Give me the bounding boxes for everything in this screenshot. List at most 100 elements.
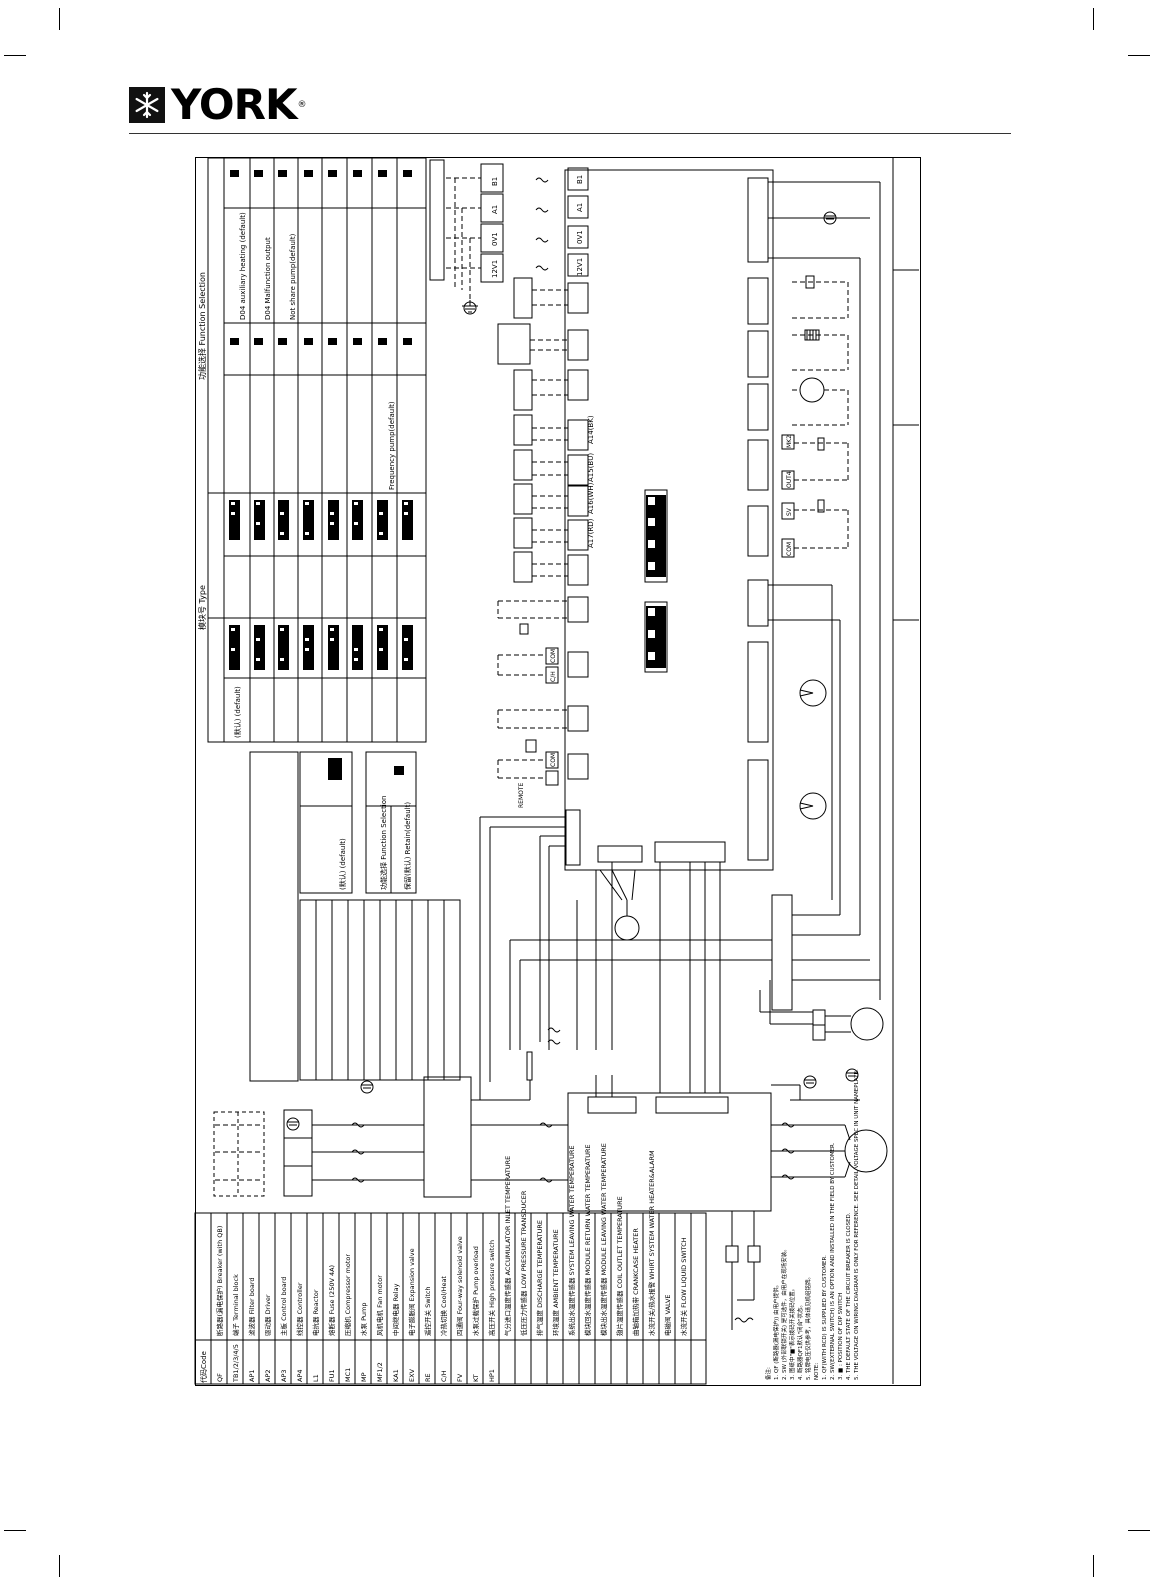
legend-description: 排气温度 DISCHARGE TEMPERATURE	[535, 1220, 544, 1336]
com-label-2: COM	[550, 753, 557, 767]
legend-code: AP1	[248, 1369, 256, 1382]
sensor-a16: A16(WH)	[587, 482, 595, 514]
legend-code: MF1/2	[376, 1362, 384, 1382]
legend-description: 翅片温度传感器 COIL OUTLET TEMPERATURE	[615, 1196, 624, 1336]
option-d04-aux-heating: D04 auxiliary heating (default)	[239, 212, 247, 320]
legend-description: 断路器(漏电保护) Breaker (with QB)	[215, 1226, 224, 1336]
diagram-sheet	[195, 157, 921, 1386]
legend-header-code: 代码Code	[199, 1351, 208, 1383]
small-retain-label: 保留(默认) Retain(default)	[403, 802, 412, 890]
legend-description: 压缩机 Compressor motor	[343, 1254, 352, 1336]
com-label-1: COM	[550, 649, 557, 663]
legend-description: 电磁阀 VALVE	[663, 1294, 672, 1336]
crop-mark	[1128, 1530, 1150, 1531]
registered-mark: ®	[297, 100, 307, 110]
legend-code: FU1	[328, 1369, 336, 1382]
crop-mark	[1093, 8, 1094, 30]
legend-description: 水泵过载保护 Pump overload	[471, 1246, 480, 1336]
legend-description: 熔断器 Fuse (250V 4A)	[327, 1265, 336, 1336]
small-default-label: (默认) (default)	[338, 838, 347, 890]
legend-description: 系统出水温度传感器 SYSTEM LEAVING WATER TEMPERATU…	[567, 1145, 576, 1336]
legend-code: AP4	[296, 1369, 304, 1382]
board-a1: A1	[576, 203, 584, 212]
legend-description: 滤波器 Filter board	[247, 1278, 256, 1337]
legend-description: 环境温度 AMBIENT TEMPERATURE	[551, 1229, 560, 1336]
legend-description: 低压压力传感器 LOW PRESSURE TRANSDUCER	[519, 1190, 528, 1336]
legend-code: AP3	[280, 1369, 288, 1382]
legend-description: 风机电机 Fan motor	[375, 1275, 384, 1336]
york-logo: YORK ®	[129, 80, 307, 129]
terminal-b1: B1	[491, 177, 499, 186]
option-frequency-pump: Frequency pump(default)	[388, 401, 396, 490]
terminal-0v1: 0V1	[491, 232, 499, 246]
out4-label: OUT4	[786, 471, 793, 488]
option-d04-malfunction: D04 Malfunction output	[264, 237, 272, 320]
legend-code: KA1	[392, 1369, 400, 1382]
sensor-a17: A17(RD)	[587, 518, 595, 548]
note-line: 4. 断路器QF1默认"闭合"状态。	[796, 1302, 804, 1380]
board-0v1: 0V1	[576, 230, 584, 244]
legend-description: 中间继电器 Relay	[391, 1283, 400, 1336]
note-line: 3. ■ : POSITION OF DIP SWITCH	[838, 1293, 844, 1380]
legend-description: 驱动器 Driver	[264, 1294, 272, 1336]
note-line: 备注:	[764, 1367, 772, 1380]
crop-mark	[59, 1555, 60, 1577]
legend-code: AP2	[264, 1369, 272, 1382]
legend-code: FV	[456, 1373, 464, 1382]
crop-mark	[4, 1530, 26, 1531]
legend-description: 高压开关 High pressure switch	[487, 1240, 496, 1336]
ch-label: C/H	[550, 671, 557, 682]
legend-code: TB1/2/3/4/5	[232, 1344, 240, 1383]
board-12v1: 12V1	[576, 258, 584, 276]
terminal-a1: A1	[491, 205, 499, 214]
default-label: (默认) (default)	[233, 686, 242, 738]
note-line: 5. 铭牌电压仅供参考，具体请见机组铭牌。	[804, 1274, 812, 1380]
option-not-share-pump: Not share pump(default)	[289, 233, 297, 320]
note-line: 2. SW (外部联锁开关) 是可选件，由用户在现场安装。	[780, 1246, 788, 1380]
legend-description: 主板 Control board	[279, 1277, 288, 1336]
note-line: 1. QF (断路器(漏电保护)) 由用户提供。	[772, 1282, 780, 1380]
legend-description: 电子膨胀阀 Expansion valve	[407, 1248, 416, 1336]
note-line: 5. THE VOLTAGE ON WIRING DIAGRAM IS ONLY…	[854, 1069, 860, 1380]
legend-description: 水流开关/热水报警 WHIRT SYSTEM WATER HEATER&ALAR…	[647, 1150, 656, 1336]
type-table-title: 模块号 Type	[197, 585, 207, 630]
legend-description: 端子 Terminal block	[231, 1274, 240, 1336]
note-line: 4. THE DEFAULT STATE OF THE CIRCUIT BREA…	[846, 1212, 852, 1380]
note-line: 2. SW(EXTERNAL SWITCH) IS AN OPTION AND …	[830, 1142, 836, 1380]
legend-code: RE	[424, 1373, 432, 1382]
legend-description: 电抗器 Reactor	[311, 1289, 320, 1336]
legend-description: 冷热切换 Cool/Heat	[439, 1276, 448, 1336]
crop-mark	[4, 55, 26, 56]
snowflake-emblem-icon	[129, 87, 165, 123]
legend-description: 水流开关 FLOW LIQUID SWITCH	[679, 1237, 688, 1336]
legend-code: MC1	[344, 1368, 352, 1382]
legend-description: 水泵 Pump	[359, 1303, 368, 1336]
com-label-3: COM	[786, 542, 793, 556]
notes-block: 备注:1. QF (断路器(漏电保护)) 由用户提供。2. SW (外部联锁开关…	[764, 1069, 860, 1380]
crop-mark	[59, 8, 60, 30]
crop-mark	[1093, 1555, 1094, 1577]
board-b1: B1	[576, 175, 584, 184]
note-line: 1. QF(WITH RCD) IS SUPPLIED BY CUSTOMER.	[822, 1255, 828, 1380]
legend-code: HP1	[488, 1369, 496, 1382]
note-line: 3. 图纸中"■"表示拨码开关拨码位置。	[788, 1286, 796, 1380]
legend-description: 四通阀 Four-way solenoid valve	[455, 1236, 464, 1336]
legend-code: KT	[472, 1374, 480, 1382]
legend-description: 气分进口温度传感器 ACCUMULATOR INLET TEMPERATURE	[503, 1156, 512, 1336]
sv-label: SV	[786, 507, 793, 516]
terminal-12v1: 12V1	[491, 260, 499, 278]
crop-mark	[1128, 55, 1150, 56]
small-function-label: 功能选择 Function Selection	[379, 796, 388, 890]
legend-description: 曲轴箱加热带 CRANKCASE HEATER	[631, 1228, 640, 1336]
header-rule	[129, 133, 1011, 134]
legend-code: QF	[216, 1373, 224, 1382]
brand-name: YORK	[171, 80, 298, 129]
legend-code: MP	[360, 1372, 368, 1382]
legend-rows: QF 断路器(漏电保护) Breaker (with QB) TB1/2/3/4/5…	[215, 1143, 688, 1383]
sensor-a14: A14(BK)	[587, 415, 595, 444]
legend-description: 模块回水温度传感器 MODULE RETURN WATER TEMPERATUR…	[583, 1144, 592, 1336]
note-line: NOTE:	[814, 1363, 820, 1380]
